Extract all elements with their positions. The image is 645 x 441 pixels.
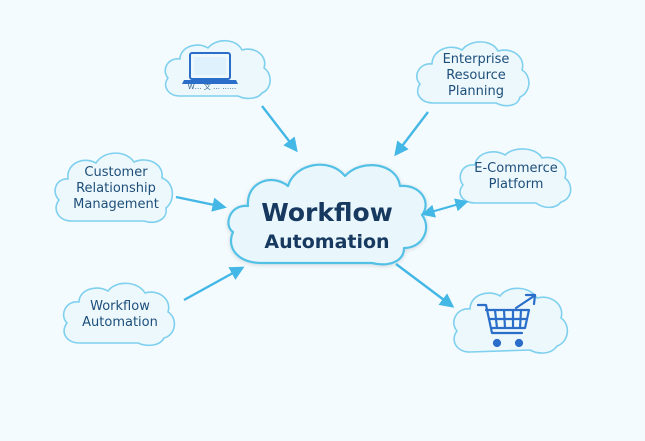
arrow-workflow-to-center [183,266,245,302]
workflow-line-2: Automation [82,314,158,330]
ecommerce-line-2: Platform [488,176,544,192]
center-title-line2: Automation [264,231,390,253]
crm-cloud [54,152,174,224]
laptop-icon [182,52,238,84]
center-cloud [227,163,428,266]
erp-line-1: Enterprise [442,52,510,67]
ecommerce-cloud [459,148,572,209]
cart-cloud [453,287,569,354]
workflow-cloud [62,282,176,347]
arrow-erp-to-center [394,111,429,157]
erp-node-label: Enterprise Resource Planning [424,52,528,100]
arrow-laptop-to-center [261,105,298,153]
crm-line-3: Management [73,196,159,212]
erp-line-2: Resource [446,67,506,83]
workflow-node-label: Workflow Automation [72,299,168,331]
center-node-label: Workflow Automation [238,198,416,254]
ecommerce-line-1: E-Commerce [474,161,558,176]
arrow-center-to-cart [395,263,455,308]
erp-cloud [416,41,530,107]
crm-line-1: Customer [84,165,148,180]
ecommerce-node-label: E-Commerce Platform [466,161,566,193]
erp-line-3: Planning [448,83,504,99]
workflow-line-1: Workflow [90,299,150,314]
arrow-center-ecommerce [421,198,469,218]
laptop-caption: W… 文 … …… [187,83,237,91]
center-title-line1: Workflow [261,198,393,227]
crm-line-2: Relationship [76,180,156,196]
crm-node-label: Customer Relationship Management [62,165,170,213]
arrow-crm-to-center [175,195,227,212]
shopping-cart-icon [476,293,537,348]
